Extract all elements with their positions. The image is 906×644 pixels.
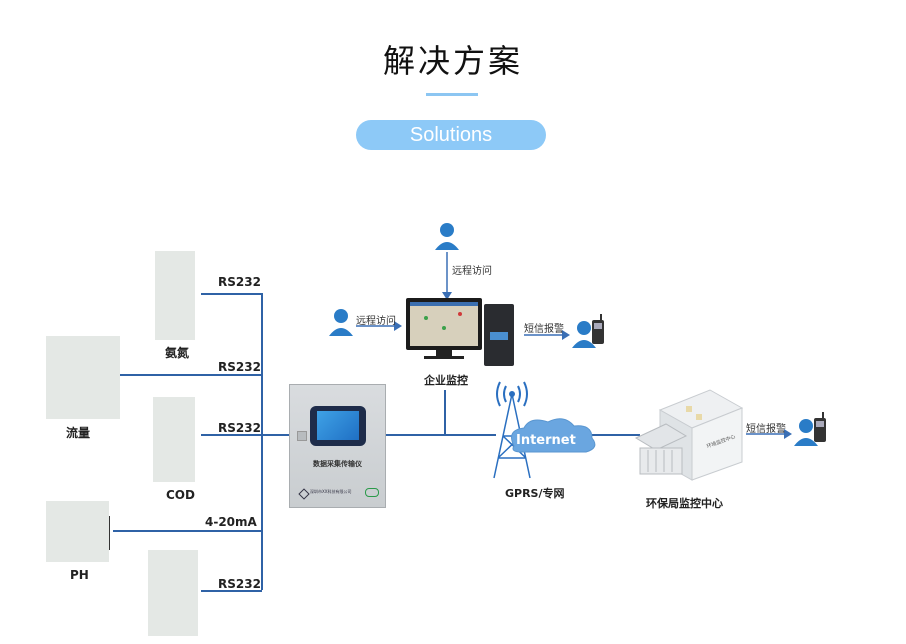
logger-screen — [317, 411, 359, 440]
enterprise-monitor-label: 企业监控 — [424, 374, 468, 387]
remote-access-top-label: 远程访问 — [452, 266, 492, 277]
enterprise-uplink — [444, 390, 446, 435]
desktop-computer-icon — [406, 298, 514, 366]
interface-label-3: RS232 — [218, 421, 261, 435]
arrow-right-head — [394, 321, 402, 331]
internet-cloud-label: Internet — [516, 433, 576, 448]
line-ph — [113, 530, 262, 532]
solutions-pill: Solutions — [356, 120, 546, 150]
trunk-line-right — [560, 434, 640, 436]
sensor-ph-label: PH — [70, 568, 89, 582]
epb-center-label: 环保局监控中心 — [646, 497, 723, 510]
sms-alarm-epb-label: 短信报警 — [746, 424, 786, 435]
line-cod — [201, 434, 291, 436]
remote-access-left-label: 远程访问 — [356, 316, 396, 327]
sensor-flow-label: 流量 — [66, 426, 91, 440]
interface-label-2: RS232 — [218, 360, 261, 374]
mobile-phone-icon — [814, 412, 826, 442]
sensor-cod-label: COD — [166, 488, 195, 502]
logger-lock — [297, 431, 307, 441]
data-logger-cabinet: 数据采集传输仪 深圳市XX科技有限公司 — [289, 384, 386, 508]
sensor-cod-box — [153, 397, 195, 482]
mobile-phone-icon — [592, 314, 604, 344]
user-icon — [794, 419, 818, 446]
title-underline — [426, 93, 478, 96]
interface-label-4: 4-20mA — [205, 515, 257, 529]
trunk-line-left — [386, 434, 496, 436]
user-icon — [572, 321, 596, 348]
bus-vertical-line — [261, 293, 263, 590]
sensor-ammonia-label: 氨氮 — [165, 346, 190, 360]
epb-center-diagram — [634, 389, 826, 481]
interface-label-5: RS232 — [218, 577, 261, 591]
logger-device-label: 数据采集传输仪 — [313, 460, 362, 468]
arrow-down-head — [442, 292, 452, 300]
sensor-5-box — [148, 550, 198, 636]
line-ammonia — [201, 293, 262, 295]
arrow-right-head — [562, 330, 570, 340]
enterprise-diagram — [329, 223, 604, 366]
line-flow — [120, 374, 262, 376]
sms-alarm-enterprise-label: 短信报警 — [524, 324, 564, 335]
logger-cert-badge — [365, 488, 379, 497]
arrow-right-head — [784, 429, 792, 439]
sensor-ammonia-box — [155, 251, 195, 340]
line-sensor5 — [201, 590, 262, 592]
network-diagram — [493, 381, 596, 479]
user-icon — [329, 309, 353, 336]
logger-maker-logo — [298, 488, 310, 500]
gprs-label: GPRS/专网 — [505, 487, 565, 500]
logger-maker-text: 深圳市XX科技有限公司 — [310, 489, 352, 494]
sensor-flow-box — [46, 336, 120, 419]
interface-label-1: RS232 — [218, 275, 261, 289]
page-title: 解决方案 — [382, 42, 523, 80]
sensor-ph-box — [46, 501, 109, 562]
user-icon — [435, 223, 459, 250]
sensor-ph-cable — [109, 516, 110, 550]
cloud-icon — [511, 418, 596, 453]
government-building-icon — [634, 389, 744, 481]
